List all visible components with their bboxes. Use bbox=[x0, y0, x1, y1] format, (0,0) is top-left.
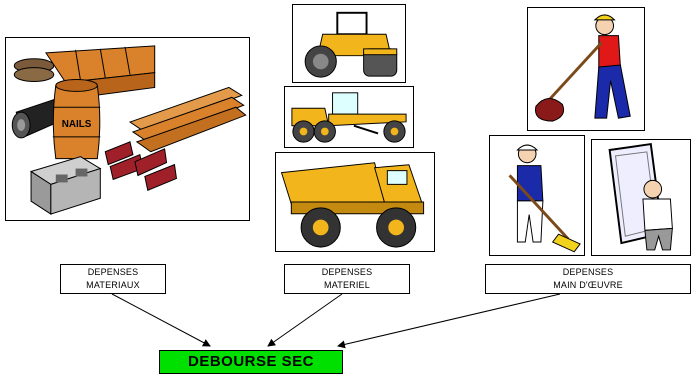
worker-sweeping-illustration bbox=[489, 135, 585, 256]
label-materiaux-line2: MATERIAUX bbox=[86, 280, 140, 290]
nails-text: NAILS bbox=[62, 119, 92, 130]
label-depenses-main-oeuvre: DEPENSES MAIN D'ŒUVRE bbox=[485, 264, 691, 294]
label-materiaux-line1: DEPENSES bbox=[87, 267, 139, 277]
arrow-materiaux bbox=[111, 293, 211, 347]
worker-digging-illustration bbox=[527, 7, 645, 131]
worker-window-illustration bbox=[591, 139, 691, 256]
label-depenses-materiaux: DEPENSES MATERIAUX bbox=[60, 264, 166, 294]
nails-barrel-icon: NAILS bbox=[52, 79, 101, 160]
arrow-materiel bbox=[267, 293, 343, 347]
label-materiel-line2: MATERIEL bbox=[324, 280, 370, 290]
materials-illustration: NAILS bbox=[5, 37, 250, 221]
concrete-block-icon bbox=[29, 156, 102, 215]
timber-icon bbox=[128, 86, 247, 153]
label-depenses-materiel: DEPENSES MATERIEL bbox=[284, 264, 410, 294]
sacks-icon bbox=[13, 58, 55, 83]
debourse-sec-box: DEBOURSE SEC bbox=[159, 350, 343, 374]
label-materiel-line1: DEPENSES bbox=[321, 267, 373, 277]
dump-truck-illustration bbox=[275, 152, 435, 252]
label-main-oeuvre-line1: DEPENSES bbox=[562, 267, 614, 277]
arrow-main-oeuvre bbox=[337, 293, 561, 349]
road-roller-illustration bbox=[292, 4, 406, 83]
label-main-oeuvre-line2: MAIN D'ŒUVRE bbox=[553, 280, 623, 290]
bricks-icon bbox=[104, 141, 178, 192]
motor-grader-illustration bbox=[284, 86, 414, 148]
